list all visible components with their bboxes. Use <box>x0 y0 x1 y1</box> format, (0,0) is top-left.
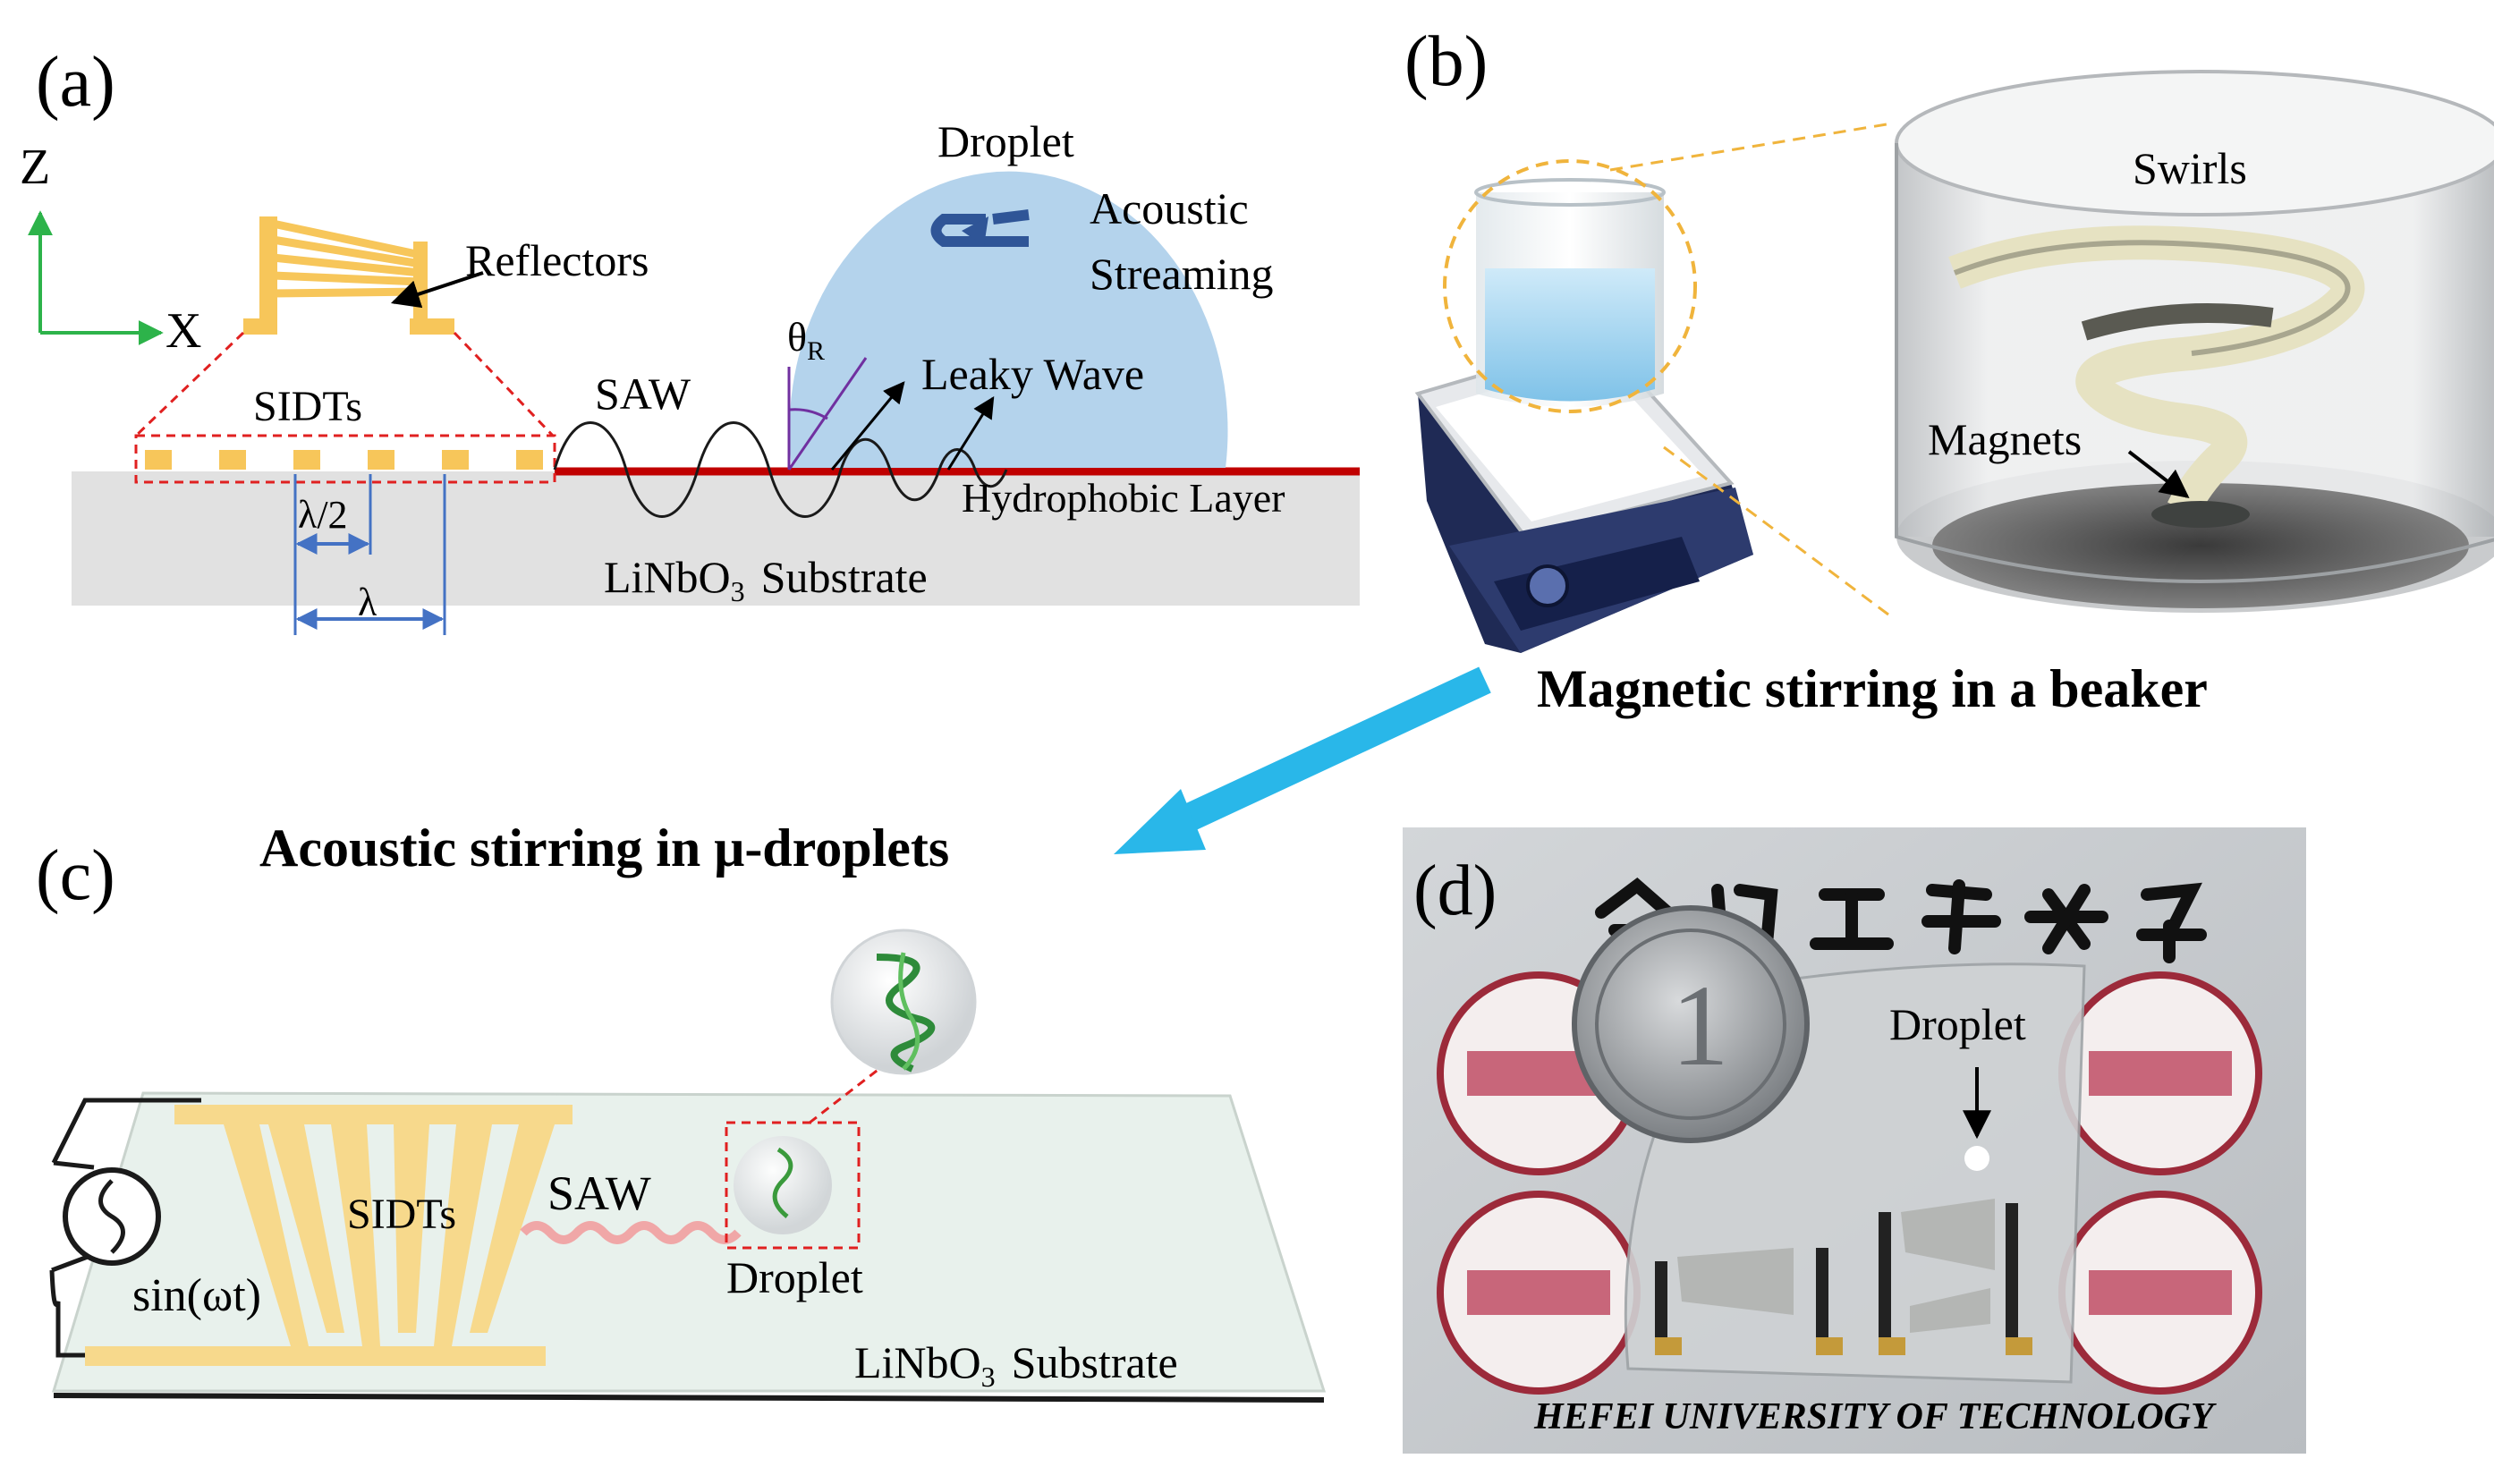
substrate-block <box>72 471 1360 606</box>
vortex-helix-icon <box>876 952 936 1073</box>
saw-label-c: SAW <box>547 1166 651 1220</box>
theta-r-label: θR <box>787 314 825 366</box>
acoustic-label: Acoustic <box>1090 183 1249 233</box>
z-axis-label: Z <box>20 140 50 195</box>
signal-label: sin(ωt) <box>132 1270 261 1321</box>
sidts-label-c: SIDTs <box>347 1191 456 1238</box>
droplet-zoom-box <box>725 1121 861 1250</box>
panel-b: (b) <box>1404 22 2494 718</box>
panel-a: (a) Z X Reflectors <box>20 43 1360 635</box>
reflector-electrode <box>243 216 454 335</box>
university-calligraphy-logo <box>1595 877 2207 963</box>
beaker-zoom-circle <box>1443 159 1697 413</box>
panel-b-caption: Magnetic stirring in a beaker <box>1537 659 2208 718</box>
sidt-zoom-box <box>134 434 556 484</box>
x-axis-label: X <box>165 303 201 359</box>
magnets-pointer-arrow <box>2127 450 2190 498</box>
leaky-wave-arrow-2 <box>946 395 995 471</box>
droplet-label-c: Droplet <box>726 1252 863 1302</box>
coin <box>1572 905 1810 1143</box>
panel-d: (d) Droplet 1 <box>1403 827 2306 1454</box>
saw-label: SAW <box>595 369 691 419</box>
hot-plate-knob-icon <box>1526 564 1569 607</box>
beaker-image <box>1474 178 1666 407</box>
droplet-label-a: Droplet <box>937 116 1074 166</box>
droplet-label-d: Droplet <box>1889 999 2026 1049</box>
streaming-arrow-icon <box>930 214 1029 247</box>
lambda-label: λ <box>358 581 377 624</box>
vortex-swirl-icon <box>1948 225 2365 528</box>
leaky-wave-arrow-1 <box>830 381 905 471</box>
magnets-label: Magnets <box>1928 414 2082 464</box>
droplet-on-device <box>1964 1146 1989 1171</box>
panel-c-caption: Acoustic stirring in μ-droplets <box>259 818 949 878</box>
lambda-half-label: λ/2 <box>298 493 348 537</box>
panel-c: (c) Acoustic stirring in μ-droplets SIDT… <box>36 818 1327 1403</box>
panel-d-label: (d) <box>1413 852 1497 930</box>
coin-numeral-icon: 1 <box>1671 962 1729 1090</box>
panel-a-label: (a) <box>36 43 115 122</box>
hydrophobic-layer-label: Hydrophobic Layer <box>962 475 1285 521</box>
sidt-electrode <box>85 1105 573 1366</box>
device-electrodes <box>1655 1199 2032 1355</box>
panel-b-label: (b) <box>1404 22 1488 101</box>
streaming-label: Streaming <box>1090 249 1274 299</box>
saw-wave <box>553 421 1008 518</box>
panel-c-label: (c) <box>36 836 115 915</box>
leaky-wave-label: Leaky Wave <box>921 349 1144 399</box>
zoom-guide-left <box>134 331 245 437</box>
saw-ribbon <box>520 1221 742 1244</box>
reflectors-label: Reflectors <box>465 235 649 285</box>
reflectors-pointer-arrow <box>390 271 484 309</box>
swirls-label: Swirls <box>2133 143 2247 193</box>
university-name: HEFEI UNIVERSITY OF TECHNOLOGY <box>1533 1396 2217 1437</box>
sidts-label: SIDTs <box>253 383 362 430</box>
zoom-guide-right <box>453 331 555 437</box>
transition-arrow-icon <box>1114 666 1491 854</box>
droplet-on-chip <box>734 1136 832 1234</box>
sidt-finger-pads <box>145 450 543 470</box>
